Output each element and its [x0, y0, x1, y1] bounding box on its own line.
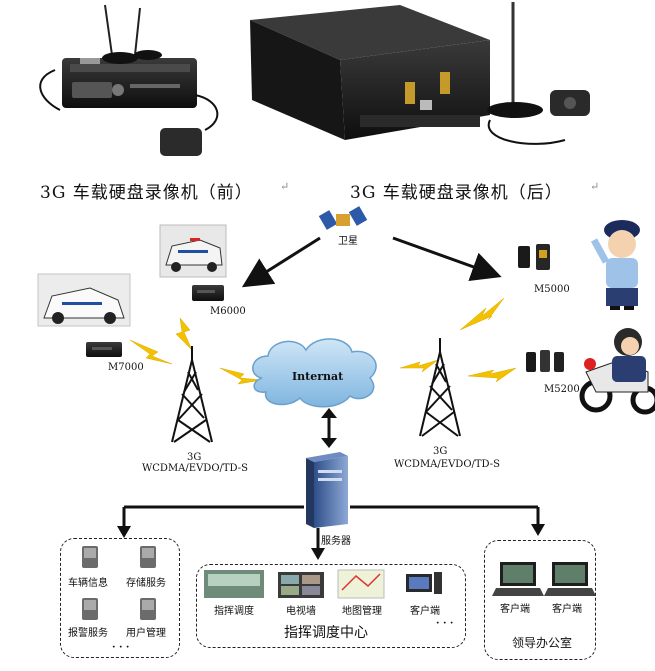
- right-panel-laptops: [492, 562, 596, 596]
- internet-cloud-image: [252, 338, 377, 408]
- label-m7000: M7000: [108, 362, 144, 373]
- arrow-center-branch: [311, 548, 325, 560]
- return-mark: ↵: [590, 180, 600, 193]
- left-panel-item: 报警服务: [68, 628, 108, 639]
- server-image: [306, 452, 348, 528]
- satellite-image: [318, 206, 368, 230]
- tower-left-image: [171, 346, 213, 443]
- left-panel-item: 存储服务: [126, 578, 166, 589]
- satellite-label: 卫星: [338, 236, 358, 247]
- arrow-right-branch: [531, 524, 545, 536]
- left-panel-item: 车辆信息: [68, 578, 108, 589]
- cloud-label: Internat: [292, 370, 344, 383]
- center-panel-item: 地图管理: [342, 606, 382, 617]
- return-mark: ↵: [280, 180, 290, 193]
- dvr-back-image: [250, 2, 590, 145]
- cloud-server-arrow: [321, 408, 337, 448]
- label-m5000: M5000: [534, 284, 570, 295]
- leader-office-panel: [484, 540, 596, 660]
- police-car-left-image: [37, 273, 131, 327]
- m6000-device-image: [192, 285, 224, 301]
- center-panel-item: 指挥调度: [214, 606, 254, 617]
- server-distribution-lines: [122, 505, 540, 548]
- right-panel-item: 客户端: [500, 604, 530, 615]
- right-panel-item: 客户端: [552, 604, 582, 615]
- label-m5200: M5200: [544, 384, 580, 395]
- center-panel-item: 电视墙: [286, 606, 316, 617]
- tower-right-tech: WCDMA/EVDO/TD-S: [394, 459, 500, 470]
- center-panel-more: · · ·: [436, 618, 454, 629]
- tower-left-gen: 3G: [187, 452, 202, 463]
- police-officer-image: [590, 220, 640, 310]
- tower-right-gen: 3G: [433, 446, 448, 457]
- tower-left-tech: WCDMA/EVDO/TD-S: [142, 463, 248, 474]
- m5200-device-image: [526, 350, 564, 372]
- left-panel-icons: [82, 546, 156, 620]
- dispatch-center-panel: [196, 564, 466, 648]
- police-car-top-image: [159, 224, 227, 278]
- m7000-device-image: [86, 342, 122, 357]
- caption-back: 3G 车载硬盘录像机（后）: [350, 183, 563, 203]
- dvr-front-image: [39, 4, 219, 156]
- left-service-panel: [60, 538, 180, 658]
- center-panel-item: 客户端: [410, 606, 440, 617]
- server-label: 服务器: [321, 536, 351, 547]
- center-panel-images: [204, 569, 442, 599]
- police-motorcycle-image: [579, 328, 655, 415]
- left-panel-item: 用户管理: [126, 628, 166, 639]
- dispatch-center-title: 指挥调度中心: [284, 625, 368, 641]
- left-panel-more: · · ·: [112, 642, 130, 653]
- arrow-satellite-right: [392, 236, 502, 282]
- m5000-device-image: [518, 244, 550, 270]
- tower-right-image: [419, 338, 461, 437]
- arrow-satellite-left: [241, 236, 321, 288]
- caption-front: 3G 车载硬盘录像机（前）: [40, 183, 253, 203]
- leader-office-title: 领导办公室: [512, 636, 573, 650]
- arrow-left-branch: [117, 526, 131, 538]
- lightning-bolts: [129, 297, 517, 385]
- label-m6000: M6000: [210, 306, 246, 317]
